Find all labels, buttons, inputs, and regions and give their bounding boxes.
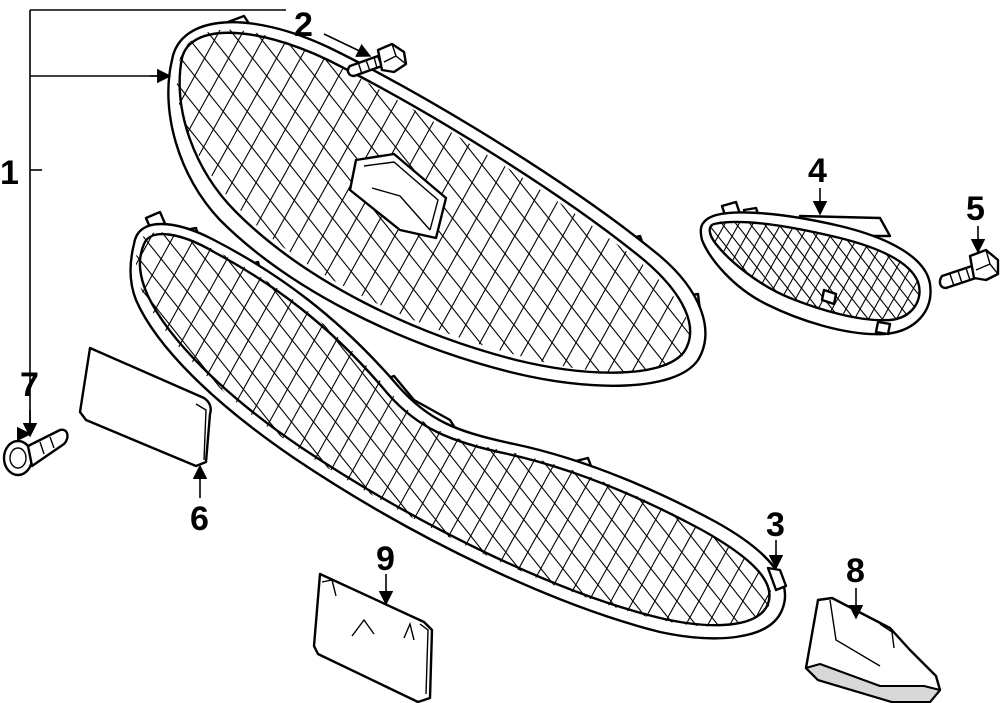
mesh-line	[135, 232, 255, 627]
mesh-line	[910, 10, 1000, 390]
mesh-line	[0, 10, 15, 390]
bolt	[938, 248, 1000, 290]
mesh-line	[694, 10, 998, 390]
mesh-line	[715, 232, 772, 627]
callout-9: 9	[376, 540, 395, 578]
mesh-line	[709, 220, 739, 321]
mesh-line	[856, 220, 920, 321]
callout-8: 8	[846, 552, 865, 590]
mesh-line	[0, 210, 12, 650]
mesh-line	[176, 29, 256, 373]
callout-1: 1	[0, 154, 19, 192]
callout-4: 4	[808, 152, 827, 190]
mesh-line	[0, 10, 39, 390]
mesh-line	[0, 210, 56, 650]
mesh-line	[0, 10, 86, 390]
callout-labels: 1 2 3 4 5 6 7 8 9	[0, 6, 985, 590]
trim-panel	[78, 346, 212, 468]
callout-7: 7	[20, 366, 39, 404]
callout-6: 6	[190, 500, 209, 538]
mesh-line	[742, 10, 951, 390]
corner-cover	[804, 596, 942, 703]
mesh-line	[135, 232, 211, 627]
mesh-line	[135, 232, 233, 627]
mesh-line	[0, 210, 56, 650]
mesh-line	[0, 10, 63, 390]
mesh-line	[0, 210, 12, 650]
clip-fastener	[2, 428, 69, 477]
mesh-line	[176, 29, 280, 373]
callout-5: 5	[966, 190, 985, 228]
mesh-line	[693, 232, 772, 627]
mesh-line	[0, 210, 34, 650]
mesh-line	[176, 29, 352, 373]
mesh-line	[0, 210, 100, 650]
mesh-line	[135, 232, 189, 627]
bracket-plate	[312, 572, 434, 703]
mesh-line	[176, 29, 232, 373]
mesh-line	[870, 220, 920, 321]
mesh-line	[669, 29, 690, 373]
mesh-line	[910, 10, 1000, 390]
callout-3: 3	[766, 506, 785, 544]
mesh-line	[0, 210, 34, 650]
mesh-line	[621, 29, 690, 373]
mesh-line	[0, 10, 38, 390]
mesh-line	[0, 10, 87, 390]
mesh-line	[0, 10, 158, 390]
mesh-line	[597, 29, 690, 373]
callout-2: 2	[294, 6, 313, 44]
mesh-line	[0, 10, 134, 390]
mesh-line	[884, 220, 920, 321]
screw	[346, 42, 408, 78]
mesh-line	[671, 232, 772, 627]
mesh-line	[645, 29, 690, 373]
mesh-line	[0, 210, 100, 650]
mesh-line	[0, 10, 110, 390]
side-grille	[699, 200, 932, 336]
mesh-line	[0, 10, 14, 390]
mesh-line	[0, 10, 135, 390]
mesh-line	[0, 10, 111, 390]
mesh-line	[0, 10, 62, 390]
leader-lines	[22, 9, 986, 620]
mesh-line	[0, 10, 159, 390]
